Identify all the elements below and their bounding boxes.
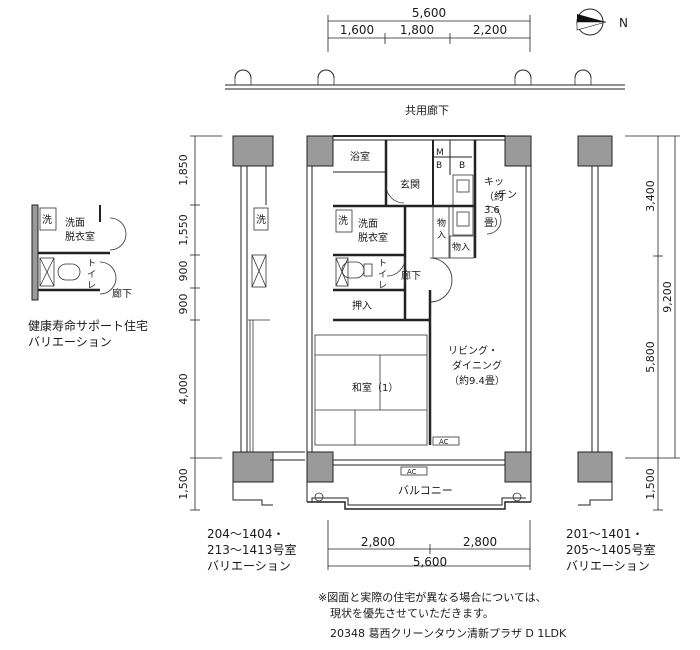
right-dim-3: 9,200	[661, 281, 674, 313]
top-dimension-3: 2,200	[473, 23, 507, 37]
left-dim-2: 1,550	[177, 214, 190, 246]
bottom-dim-1: 2,800	[361, 535, 395, 549]
left-dim-3: 900	[177, 261, 190, 282]
balcony-outline	[306, 482, 532, 510]
svg-text:キッ: キッ	[484, 177, 504, 188]
svg-text:3.6: 3.6	[484, 205, 500, 216]
left-variation-strip: 洗	[232, 135, 305, 506]
top-dimension-2: 1,800	[400, 23, 434, 37]
right-dim-1: 3,400	[644, 180, 657, 212]
footer-label: 20348 葛西クリーンタウン清新プラザ D 1LDK	[330, 627, 567, 640]
right-dim-4: 1,500	[644, 468, 657, 500]
room-labels: 浴室 M B B 玄関 キッ チン （約 3.6 畳） 洗 洗面 脱衣室 物 入…	[338, 148, 517, 497]
tatami-mats	[314, 334, 428, 446]
svg-text:（約: （約	[484, 190, 504, 203]
svg-text:チン: チン	[497, 189, 517, 201]
variation-right-line-2: 205～1405号室	[566, 543, 656, 557]
disclaimer-line-1: ※図面と実際の住宅が異なる場合については、	[318, 591, 547, 604]
room-hall: 廊下	[401, 269, 421, 282]
disclaimer-note: ※図面と実際の住宅が異なる場合については、 現状を優先させていただきます。	[318, 590, 547, 622]
left-dim-1: 1,850	[177, 154, 190, 186]
svg-text:リビング・: リビング・	[448, 344, 498, 357]
left-dim-6: 1,500	[177, 468, 190, 500]
bottom-total-dimension: 5,600	[413, 555, 447, 569]
interior-partitions	[314, 140, 502, 476]
variation-left-line-2: 213～1413号室	[207, 543, 297, 557]
room-b: B	[459, 161, 465, 171]
room-bath: 浴室	[350, 150, 370, 163]
left-dim-4: 900	[177, 294, 190, 315]
right-variation-strip	[577, 135, 613, 506]
corridor-label: 共用廊下	[405, 103, 449, 117]
corridor-rail	[225, 69, 625, 90]
compass-north-label: N	[619, 16, 628, 30]
variation-left-line-1: 204～1404・	[207, 527, 285, 541]
right-dimensions: 3,400 5,800 9,200 1,500	[625, 135, 680, 511]
inset-wash: 洗	[42, 214, 52, 226]
inset-caption-line-2: バリエーション	[28, 335, 112, 349]
room-entrance: 玄関	[400, 178, 420, 191]
room-washer-mark: 洗	[338, 215, 348, 227]
variation-right-line-1: 201～1401・	[566, 527, 644, 541]
inset-toilet-2: イ	[87, 270, 96, 280]
room-toilet-3: レ	[378, 281, 387, 291]
room-ac-1: AC	[439, 438, 449, 446]
top-dimensions: 5,600 1,600 1,800 2,200	[327, 6, 531, 52]
inset-caption: 健康寿命サポート住宅 バリエーション	[28, 318, 148, 350]
room-living: リビング・ ダイニング （約9.4畳）	[448, 344, 505, 387]
room-storage-1b: 入	[437, 230, 446, 241]
top-total-dimension: 5,600	[412, 6, 446, 20]
inset-toilet-3: レ	[87, 281, 96, 291]
room-oshiire: 押入	[352, 299, 372, 312]
inset-hall: 廊下	[112, 287, 132, 300]
bottom-dim-2: 2,800	[463, 535, 497, 549]
variation-right-line-3: バリエーション	[566, 559, 650, 573]
left-strip-wash: 洗	[256, 214, 266, 226]
room-storage-1a: 物	[437, 217, 446, 229]
room-toilet-1: ト	[378, 259, 387, 269]
room-mb-b: B	[436, 161, 442, 171]
room-mb-m: M	[436, 148, 444, 158]
room-senmen-1: 洗面	[358, 218, 378, 230]
variation-right-caption: 201～1401・ 205～1405号室 バリエーション	[566, 526, 655, 574]
inset-caption-line-1: 健康寿命サポート住宅	[28, 319, 149, 333]
inset-senmen-1: 洗面	[65, 217, 85, 229]
room-balcony: バルコニー	[398, 484, 453, 497]
variation-left-line-3: バリエーション	[207, 559, 291, 573]
disclaimer-line-2: 現状を優先させていただきます。	[330, 607, 494, 620]
bottom-dimensions: 2,800 2,800 5,600	[327, 520, 531, 570]
right-dim-2: 5,800	[644, 341, 657, 373]
left-dim-5: 4,000	[177, 373, 190, 405]
svg-text:（約9.4畳）: （約9.4畳）	[449, 374, 505, 387]
inset-toilet-1: ト	[87, 259, 96, 269]
inset-variation-plan: 洗 洗面 脱衣室 ト イ レ 廊下	[31, 204, 132, 301]
left-dimensions: 1,850 1,550 900 900 4,000 1,500	[177, 135, 222, 511]
svg-text:畳）: 畳）	[484, 217, 504, 229]
compass-icon: N	[576, 8, 628, 36]
room-storage-2: 物入	[452, 241, 470, 253]
room-senmen-2: 脱衣室	[358, 231, 388, 244]
main-unit-walls	[306, 135, 532, 483]
room-washitsu: 和室（1）	[352, 381, 398, 394]
room-kitchen: キッ チン （約 3.6 畳）	[484, 177, 517, 229]
variation-left-caption: 204～1404・ 213～1413号室 バリエーション	[207, 526, 296, 574]
room-ac-2: AC	[407, 468, 417, 476]
svg-text:ダイニング: ダイニング	[452, 359, 502, 372]
inset-senmen-2: 脱衣室	[65, 230, 95, 243]
room-toilet-2: イ	[378, 270, 387, 280]
top-dimension-1: 1,600	[340, 23, 374, 37]
